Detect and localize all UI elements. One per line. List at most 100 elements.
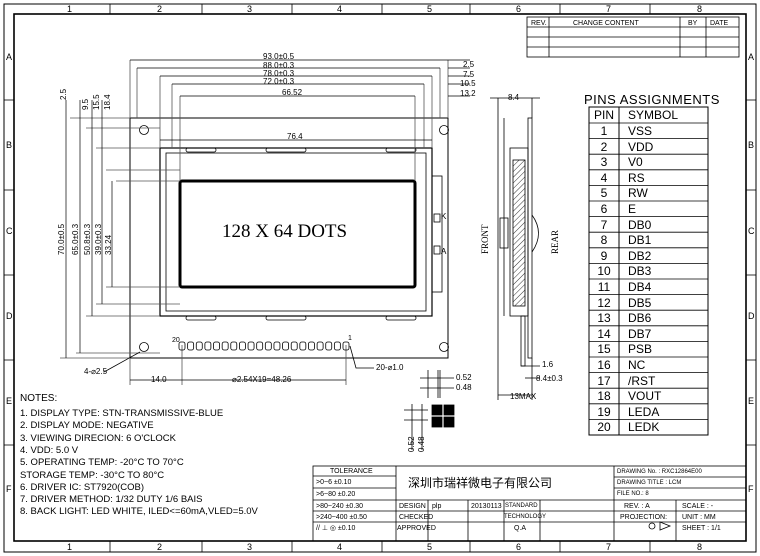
pin-number: 3 bbox=[600, 155, 608, 170]
frame-row-label: E bbox=[6, 396, 12, 406]
symbol-header: SYMBOL bbox=[628, 108, 679, 122]
frame-col-label: 6 bbox=[516, 4, 521, 14]
design-date: 20130113 bbox=[471, 503, 502, 510]
pin-number: 10 bbox=[597, 264, 611, 279]
change-content-header: CHANGE CONTENT bbox=[573, 20, 639, 27]
pin-pad bbox=[221, 341, 229, 351]
pin-symbol: V0 bbox=[628, 155, 643, 170]
note-item: 4. VDD: 5.0 V bbox=[20, 444, 79, 456]
pin-number: 8 bbox=[600, 233, 608, 248]
pin-symbol: DB6 bbox=[628, 311, 652, 326]
pixel-dim-3: 0.52 bbox=[407, 436, 416, 452]
dim-right-10-5: 10.5 bbox=[460, 79, 476, 88]
revision-label: REV. : A bbox=[624, 503, 650, 510]
pin-symbol: RW bbox=[628, 186, 648, 201]
led-anode-label: A bbox=[441, 247, 447, 256]
side-view bbox=[490, 97, 540, 400]
front-view bbox=[60, 59, 470, 385]
frame-row-label: A bbox=[748, 52, 754, 62]
pin-pitch-label: ⌀2.54X19=48.26 bbox=[232, 375, 292, 384]
note-item: STORAGE TEMP: -30°C TO 80°C bbox=[20, 469, 165, 481]
dim-side-13max: 13MAX bbox=[510, 392, 537, 401]
pin-number: 15 bbox=[597, 342, 611, 357]
pin-1-label: 1 bbox=[348, 335, 352, 342]
dim-side-8-4: 8.4 bbox=[508, 93, 520, 102]
date-header: DATE bbox=[710, 20, 728, 27]
scale-label: SCALE : - bbox=[682, 503, 714, 510]
pin-symbol: E bbox=[628, 202, 637, 216]
tol-row-5: // ⊥ ◎ ±0.10 bbox=[316, 525, 356, 532]
pin-pad bbox=[342, 341, 350, 351]
pin-table-grid bbox=[588, 106, 709, 436]
pin-pad bbox=[308, 341, 315, 351]
frame-row-label: B bbox=[6, 140, 12, 150]
dim-right-13-2: 13.2 bbox=[460, 89, 476, 98]
front-label: FRONT bbox=[480, 224, 490, 254]
approved-label: APPROVED bbox=[397, 525, 436, 532]
pin-symbol: LEDA bbox=[628, 404, 660, 419]
pin-number: 5 bbox=[600, 186, 608, 201]
frame-col-label: 8 bbox=[697, 4, 702, 14]
pin-number: 16 bbox=[597, 358, 611, 372]
pin-pad bbox=[213, 341, 220, 351]
pin-pad bbox=[273, 341, 281, 351]
pin-symbol: /RST bbox=[628, 373, 656, 388]
pin-symbol: VSS bbox=[628, 124, 653, 138]
tol-row-3: >80~240 ±0.30 bbox=[316, 503, 364, 510]
pin-symbol: PSB bbox=[628, 342, 653, 357]
file-number: FILE NO.: 8 bbox=[617, 491, 649, 497]
pin-pad bbox=[282, 341, 289, 351]
design-value: plp bbox=[432, 503, 442, 510]
projection-label: PROJECTION: bbox=[620, 514, 668, 521]
frame-row-label: F bbox=[6, 484, 12, 494]
note-item: 6. DRIVER IC: ST7920(COB) bbox=[20, 481, 145, 493]
pin-pad bbox=[247, 341, 255, 351]
pin-symbol: DB5 bbox=[628, 295, 652, 310]
pin-pad bbox=[239, 341, 246, 351]
drawing-title: DRAWING TITLE : LCM bbox=[617, 480, 682, 486]
pin-symbol: DB7 bbox=[628, 326, 652, 341]
pin-symbol: VDD bbox=[628, 139, 654, 154]
pin-pad bbox=[230, 341, 238, 351]
rear-label: REAR bbox=[550, 229, 560, 254]
by-header: BY bbox=[688, 20, 698, 27]
tolerance-header: TOLERANCE bbox=[330, 468, 373, 475]
pin-pad bbox=[299, 341, 307, 351]
pin-number: 6 bbox=[600, 202, 608, 216]
dim-14: 14.0 bbox=[151, 375, 167, 384]
pin-number: 12 bbox=[597, 295, 611, 310]
dim-left-15-5: 15.5 bbox=[92, 94, 101, 110]
pin-pad bbox=[256, 341, 264, 351]
dim-width-78: 78.0±0.3 bbox=[263, 69, 295, 78]
pin-pad-row bbox=[178, 341, 350, 351]
frame-col-label: 7 bbox=[606, 542, 611, 552]
pin-header: PIN bbox=[594, 108, 615, 122]
mount-hole-label: 4-⌀2.5 bbox=[84, 367, 108, 376]
dim-height-50-8: 50.8±0.3 bbox=[83, 223, 92, 255]
frame-row-label: C bbox=[748, 226, 755, 236]
pin-pad bbox=[195, 341, 203, 351]
frame-col-label: 8 bbox=[697, 542, 702, 552]
pin-symbol: DB2 bbox=[628, 248, 652, 263]
frame-col-label: 2 bbox=[157, 542, 162, 552]
design-label: DESIGN bbox=[399, 503, 426, 510]
pin-pad bbox=[187, 341, 195, 351]
pixel-dim-4: 0.48 bbox=[417, 436, 426, 452]
unit-label: UNIT : MM bbox=[682, 514, 716, 521]
frame-row-label: D bbox=[6, 311, 13, 321]
frame-col-label: 6 bbox=[516, 542, 521, 552]
pin-number: 2 bbox=[600, 139, 608, 154]
pin-pad bbox=[290, 341, 298, 351]
standard-label: STANDARD bbox=[505, 503, 538, 509]
pixel-detail bbox=[404, 370, 455, 450]
dim-width-88: 88.0±0.3 bbox=[263, 61, 295, 70]
pin-number: 20 bbox=[597, 420, 611, 435]
pin-number: 17 bbox=[597, 373, 611, 388]
dim-left-9-5: 9.5 bbox=[81, 98, 90, 110]
frame-col-label: 5 bbox=[427, 4, 432, 14]
rev-header: REV. bbox=[531, 20, 547, 27]
pixel-dim-2: 0.48 bbox=[456, 383, 472, 392]
note-item: 3. VIEWING DIRECION: 6 O'CLOCK bbox=[20, 432, 176, 444]
pin-number: 18 bbox=[597, 389, 611, 404]
dim-width-72: 72.0±0.3 bbox=[263, 77, 295, 86]
